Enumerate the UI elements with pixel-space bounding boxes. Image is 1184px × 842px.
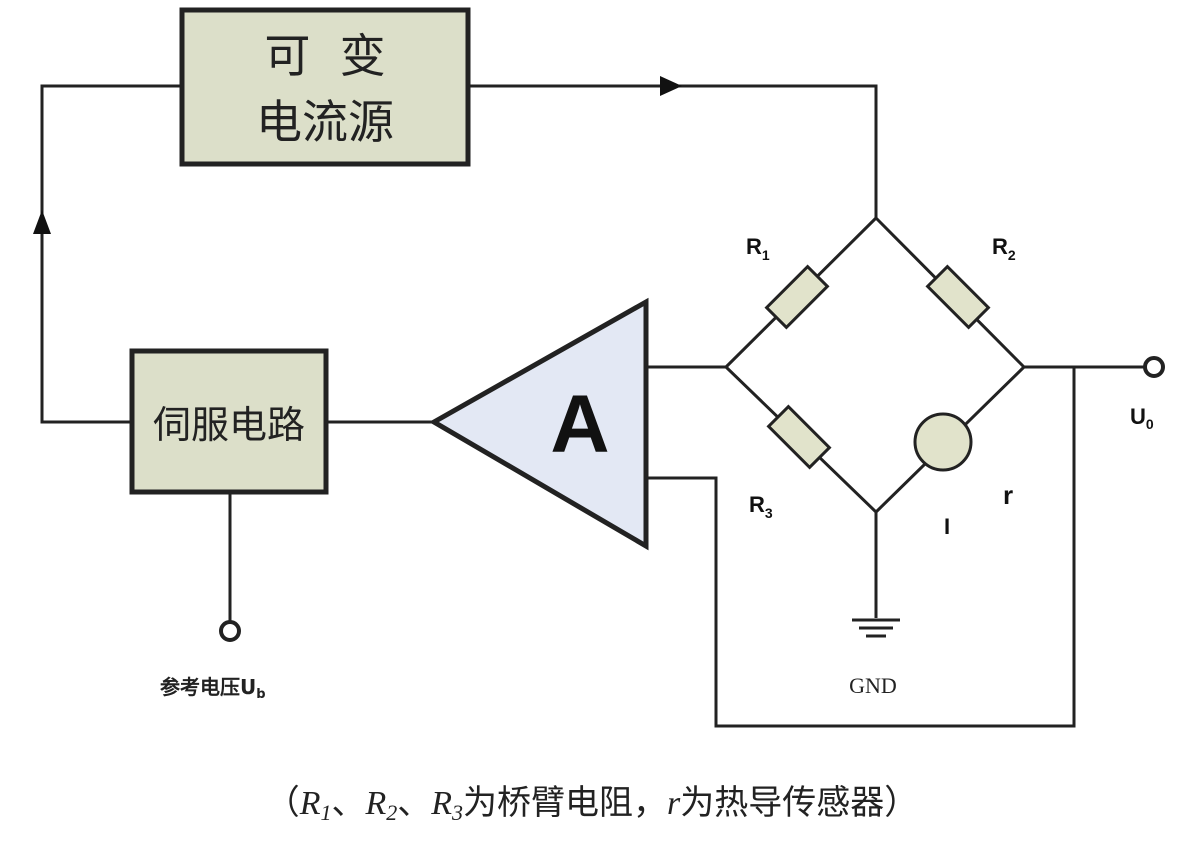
wire-amp-in-minus <box>646 367 1076 728</box>
servo-label: 伺服电路 <box>153 403 305 447</box>
arrow-right-icon <box>660 76 682 96</box>
source-label-line1: 可 变 <box>264 29 385 83</box>
resistor-r2 <box>925 264 991 330</box>
label-r: r <box>1003 480 1013 510</box>
resistor-r1 <box>764 264 830 330</box>
amplifier-label: A <box>550 379 609 470</box>
reference-label: 参考电压Ub <box>160 675 266 702</box>
label-i: I <box>944 514 950 539</box>
output-terminal <box>1143 356 1165 378</box>
label-r3: R3 <box>749 492 773 521</box>
ground-icon <box>852 618 900 638</box>
amplifier: A <box>428 297 649 551</box>
label-r1: R1 <box>746 234 770 263</box>
variable-current-source: 可 变 电流源 <box>179 7 471 167</box>
reference-terminal <box>219 620 241 642</box>
wire-servo-to-source <box>40 84 182 424</box>
output-label: U0 <box>1130 404 1154 432</box>
label-r2: R2 <box>992 234 1016 263</box>
servo-circuit: 伺服电路 <box>129 348 329 495</box>
arrow-up-icon <box>33 210 51 234</box>
resistor-r3 <box>766 404 832 470</box>
ground-label: GND <box>849 673 897 698</box>
wire-source-to-bridge <box>468 84 878 218</box>
caption: （R1、R2、R3为桥臂电阻，r为热导传感器） <box>266 783 919 825</box>
thermal-sensor-r <box>913 412 973 472</box>
source-label-line2: 电流源 <box>256 95 394 149</box>
